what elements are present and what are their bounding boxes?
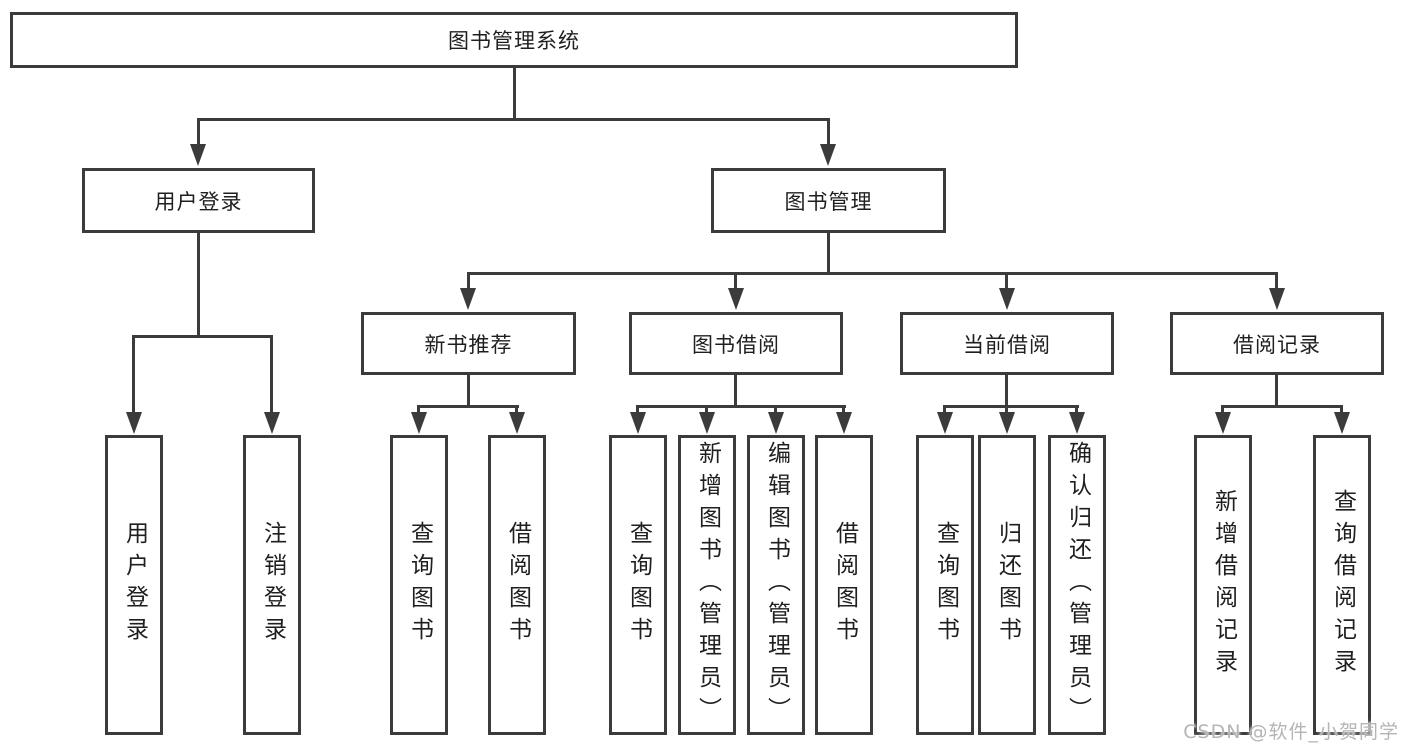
node-label: 归还图书 bbox=[994, 521, 1021, 649]
node-query-borrow-record: 查询借阅记录 bbox=[1313, 435, 1371, 735]
arrow-down bbox=[836, 412, 852, 434]
node-library-system: 图书管理系统 bbox=[10, 12, 1018, 68]
node-label: 当前借阅 bbox=[963, 332, 1051, 357]
node-add-borrow-record: 新增借阅记录 bbox=[1194, 435, 1252, 735]
node-book-borrowing: 图书借阅 bbox=[629, 312, 843, 375]
connector-line-h bbox=[197, 118, 830, 121]
connector-line-v bbox=[1275, 272, 1278, 290]
connector-line-v bbox=[943, 405, 946, 415]
connector-line-v bbox=[417, 405, 420, 415]
node-return-books: 归还图书 bbox=[978, 435, 1036, 735]
connector-line-v bbox=[827, 118, 830, 146]
arrow-down bbox=[126, 412, 142, 434]
node-label: 新书推荐 bbox=[424, 332, 513, 357]
arrow-down bbox=[411, 412, 427, 434]
arrow-down bbox=[190, 144, 206, 166]
node-current-borrowing: 当前借阅 bbox=[900, 312, 1114, 375]
arrow-down bbox=[728, 288, 744, 310]
node-label: 图书借阅 bbox=[692, 332, 780, 357]
connector-line-v bbox=[467, 375, 470, 405]
connector-line-v bbox=[705, 405, 708, 415]
arrow-down bbox=[699, 412, 715, 434]
node-label: 用户登录 bbox=[121, 521, 148, 649]
arrow-down bbox=[1069, 412, 1085, 434]
watermark: CSDN @软件_小贺同学 bbox=[1183, 721, 1399, 743]
node-borrowing-records: 借阅记录 bbox=[1170, 312, 1384, 375]
connector-line-v bbox=[197, 233, 200, 335]
node-confirm-return-admin: 确认归还（管理员） bbox=[1048, 435, 1106, 735]
connector-line-v bbox=[774, 405, 777, 415]
node-user-login-leaf: 用户登录 bbox=[105, 435, 163, 735]
node-label: 用户登录 bbox=[154, 189, 243, 214]
arrow-down bbox=[1215, 412, 1231, 434]
node-borrow-books: 借阅图书 bbox=[815, 435, 873, 735]
connector-line-v bbox=[1275, 375, 1278, 405]
node-edit-books-admin: 编辑图书（管理员） bbox=[747, 435, 805, 735]
node-book-management: 图书管理 bbox=[711, 168, 946, 233]
node-label: 查询借阅记录 bbox=[1329, 489, 1356, 681]
node-borrow-books-recommend: 借阅图书 bbox=[488, 435, 546, 735]
connector-line-h bbox=[943, 405, 1079, 408]
arrow-down bbox=[820, 144, 836, 166]
arrow-down bbox=[264, 412, 280, 434]
node-label: 查询图书 bbox=[932, 521, 959, 649]
connector-line-h bbox=[636, 405, 846, 408]
node-user-login: 用户登录 bbox=[82, 168, 315, 233]
node-label: 编辑图书（管理员） bbox=[763, 441, 790, 729]
arrow-down bbox=[999, 412, 1015, 434]
node-label: 确认归还（管理员） bbox=[1064, 441, 1091, 729]
arrow-down bbox=[768, 412, 784, 434]
arrow-down bbox=[630, 412, 646, 434]
connector-line-v bbox=[1340, 405, 1343, 415]
connector-line-v bbox=[513, 68, 516, 118]
node-label: 查询图书 bbox=[625, 521, 652, 649]
node-label: 图书管理 bbox=[784, 189, 873, 214]
connector-line-v bbox=[636, 405, 639, 415]
node-label: 注销登录 bbox=[259, 521, 286, 649]
connector-line-v bbox=[1005, 405, 1008, 415]
connector-line-h bbox=[467, 272, 1278, 275]
connector-line-v bbox=[827, 233, 830, 272]
arrow-down bbox=[937, 412, 953, 434]
connector-line-v bbox=[1075, 405, 1078, 415]
connector-line-v bbox=[1005, 272, 1008, 290]
node-label: 查询图书 bbox=[406, 521, 433, 649]
node-label: 图书管理系统 bbox=[448, 29, 580, 53]
connector-line-h bbox=[132, 335, 273, 338]
node-label: 借阅记录 bbox=[1233, 332, 1321, 357]
connector-line-v bbox=[1221, 405, 1224, 415]
arrow-down bbox=[509, 412, 525, 434]
connector-line-h bbox=[1221, 405, 1343, 408]
node-add-books-admin: 新增图书（管理员） bbox=[678, 435, 736, 735]
connector-line-v bbox=[1005, 375, 1008, 405]
connector-line-v bbox=[734, 375, 737, 405]
connector-line-h bbox=[417, 405, 519, 408]
node-query-books-borrowing: 查询图书 bbox=[609, 435, 667, 735]
node-label: 新增图书（管理员） bbox=[694, 441, 721, 729]
arrow-down bbox=[1269, 288, 1285, 310]
connector-line-v bbox=[197, 118, 200, 146]
arrow-down bbox=[999, 288, 1015, 310]
node-label: 借阅图书 bbox=[504, 521, 531, 649]
node-logout: 注销登录 bbox=[243, 435, 301, 735]
node-label: 新增借阅记录 bbox=[1210, 489, 1237, 681]
connector-line-v bbox=[467, 272, 470, 290]
connector-line-v bbox=[842, 405, 845, 415]
connector-line-v bbox=[515, 405, 518, 415]
arrow-down bbox=[1334, 412, 1350, 434]
node-new-book-recommend: 新书推荐 bbox=[361, 312, 576, 375]
arrow-down bbox=[460, 288, 476, 310]
connector-line-v bbox=[734, 272, 737, 290]
connector-line-v bbox=[132, 335, 135, 415]
node-label: 借阅图书 bbox=[831, 521, 858, 649]
connector-line-v bbox=[270, 335, 273, 415]
node-query-books-current: 查询图书 bbox=[916, 435, 974, 735]
node-query-books-recommend: 查询图书 bbox=[390, 435, 448, 735]
